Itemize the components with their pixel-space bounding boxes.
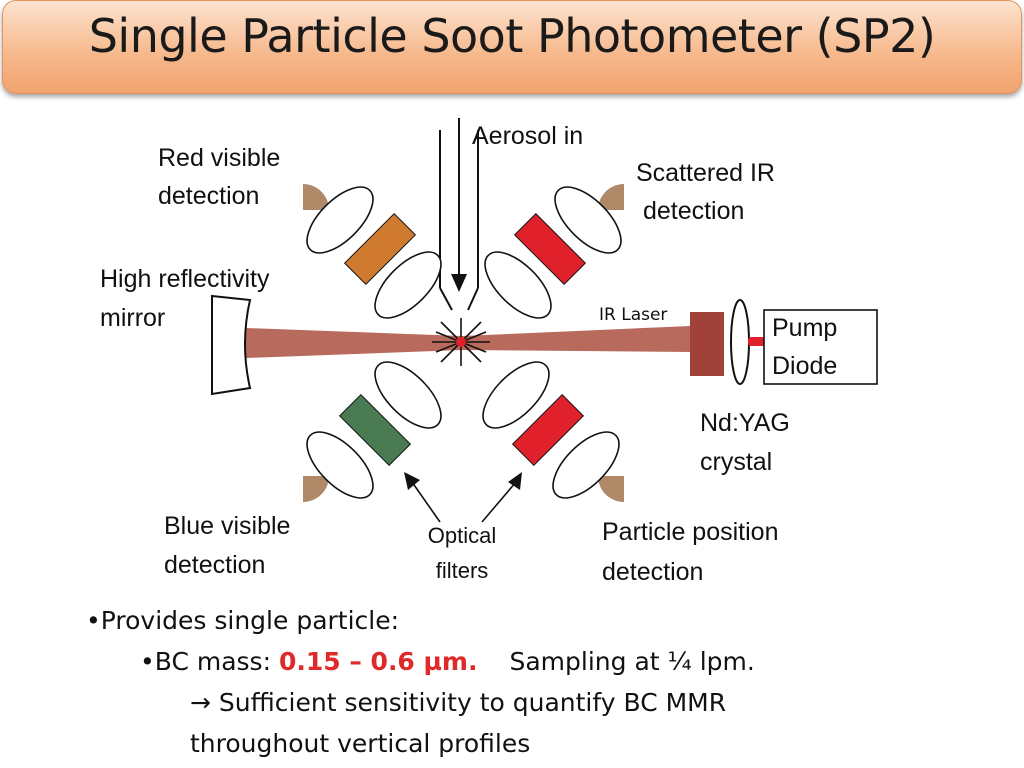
- red-visible-assembly: [303, 184, 442, 319]
- label-ndyag: Nd:YAG: [700, 409, 790, 437]
- particle-position-lens-inner: [482, 361, 550, 429]
- sensitivity-text: Sufficient sensitivity to quantify BC MM…: [210, 688, 727, 717]
- blue-visible-lens-inner: [374, 361, 442, 429]
- particle-position-lens-outer: [552, 431, 620, 499]
- sampling-rate: Sampling at ¼ lpm.: [509, 647, 755, 676]
- scattered-ir-filter: [513, 212, 587, 286]
- label-scattered-ir: Scattered IR: [636, 159, 775, 187]
- bullet-bc-mass: •BC mass: 0.15 – 0.6 µm. Sampling at ¼ lp…: [140, 642, 755, 682]
- bc-mass-range: 0.15 – 0.6 µm.: [278, 647, 478, 676]
- label-blue-visible-detection: detection: [164, 551, 266, 579]
- red-visible-detector: [303, 184, 329, 210]
- red-visible-filter: [343, 212, 417, 286]
- pump-lens: [730, 299, 750, 385]
- blue-visible-detector: [303, 476, 329, 502]
- red-visible-lens-inner: [374, 251, 442, 319]
- bullet-sensitivity: → Sufficient sensitivity to quantify BC …: [190, 683, 726, 723]
- label-crystal: crystal: [700, 448, 773, 476]
- label-diode: Diode: [772, 352, 838, 380]
- blue-visible-lens-outer: [306, 431, 374, 499]
- label-mirror: mirror: [100, 304, 166, 332]
- arrow-icon: →: [190, 688, 211, 717]
- particle-position-detector: [598, 476, 624, 502]
- blue-visible-filter: [338, 393, 412, 467]
- label-red-visible: Red visible: [158, 144, 281, 172]
- scattered-ir-detector: [598, 184, 624, 210]
- aerosol-arrow-head: [451, 274, 467, 292]
- label-ir-laser: IR Laser: [599, 305, 668, 325]
- bc-mass-label: •BC mass:: [140, 647, 279, 676]
- ndyag-crystal: [690, 312, 724, 376]
- label-blue-visible: Blue visible: [164, 512, 291, 540]
- reflectivity-mirror: [211, 294, 252, 396]
- label-aerosol-in: Aerosol in: [472, 122, 584, 150]
- scattered-ir-assembly: [484, 184, 624, 319]
- label-scattered-ir-detection: detection: [636, 197, 745, 225]
- label-red-visible-detection: detection: [158, 182, 260, 210]
- particle-dot: [456, 337, 466, 347]
- bullet-vertical-profiles: throughout vertical profiles: [190, 729, 531, 758]
- label-optical: Optical: [427, 523, 497, 548]
- particle-position-filter: [511, 393, 585, 467]
- title-banner: Single Particle Soot Photometer (SP2): [2, 0, 1022, 94]
- particle-position-assembly: [482, 361, 624, 502]
- pump-diode-box: [763, 309, 878, 385]
- label-pump: Pump: [772, 314, 838, 342]
- arrow-head-left: [404, 472, 420, 490]
- bullet-provides: •Provides single particle:: [86, 606, 400, 635]
- red-visible-lens-outer: [306, 186, 374, 254]
- optical-filter-arrows: [411, 481, 517, 523]
- label-filters: filters: [435, 558, 489, 583]
- scattered-ir-lens-inner: [484, 251, 552, 319]
- scattered-ir-lens-outer: [554, 186, 622, 254]
- label-high-reflectivity: High reflectivity: [100, 265, 270, 293]
- slide-title: Single Particle Soot Photometer (SP2): [88, 9, 936, 63]
- blue-visible-assembly: [303, 361, 442, 502]
- arrow-head-right: [508, 472, 522, 490]
- label-particle-position: Particle position: [602, 518, 779, 546]
- pump-link: [748, 337, 766, 346]
- label-particle-position-detection: detection: [602, 558, 704, 586]
